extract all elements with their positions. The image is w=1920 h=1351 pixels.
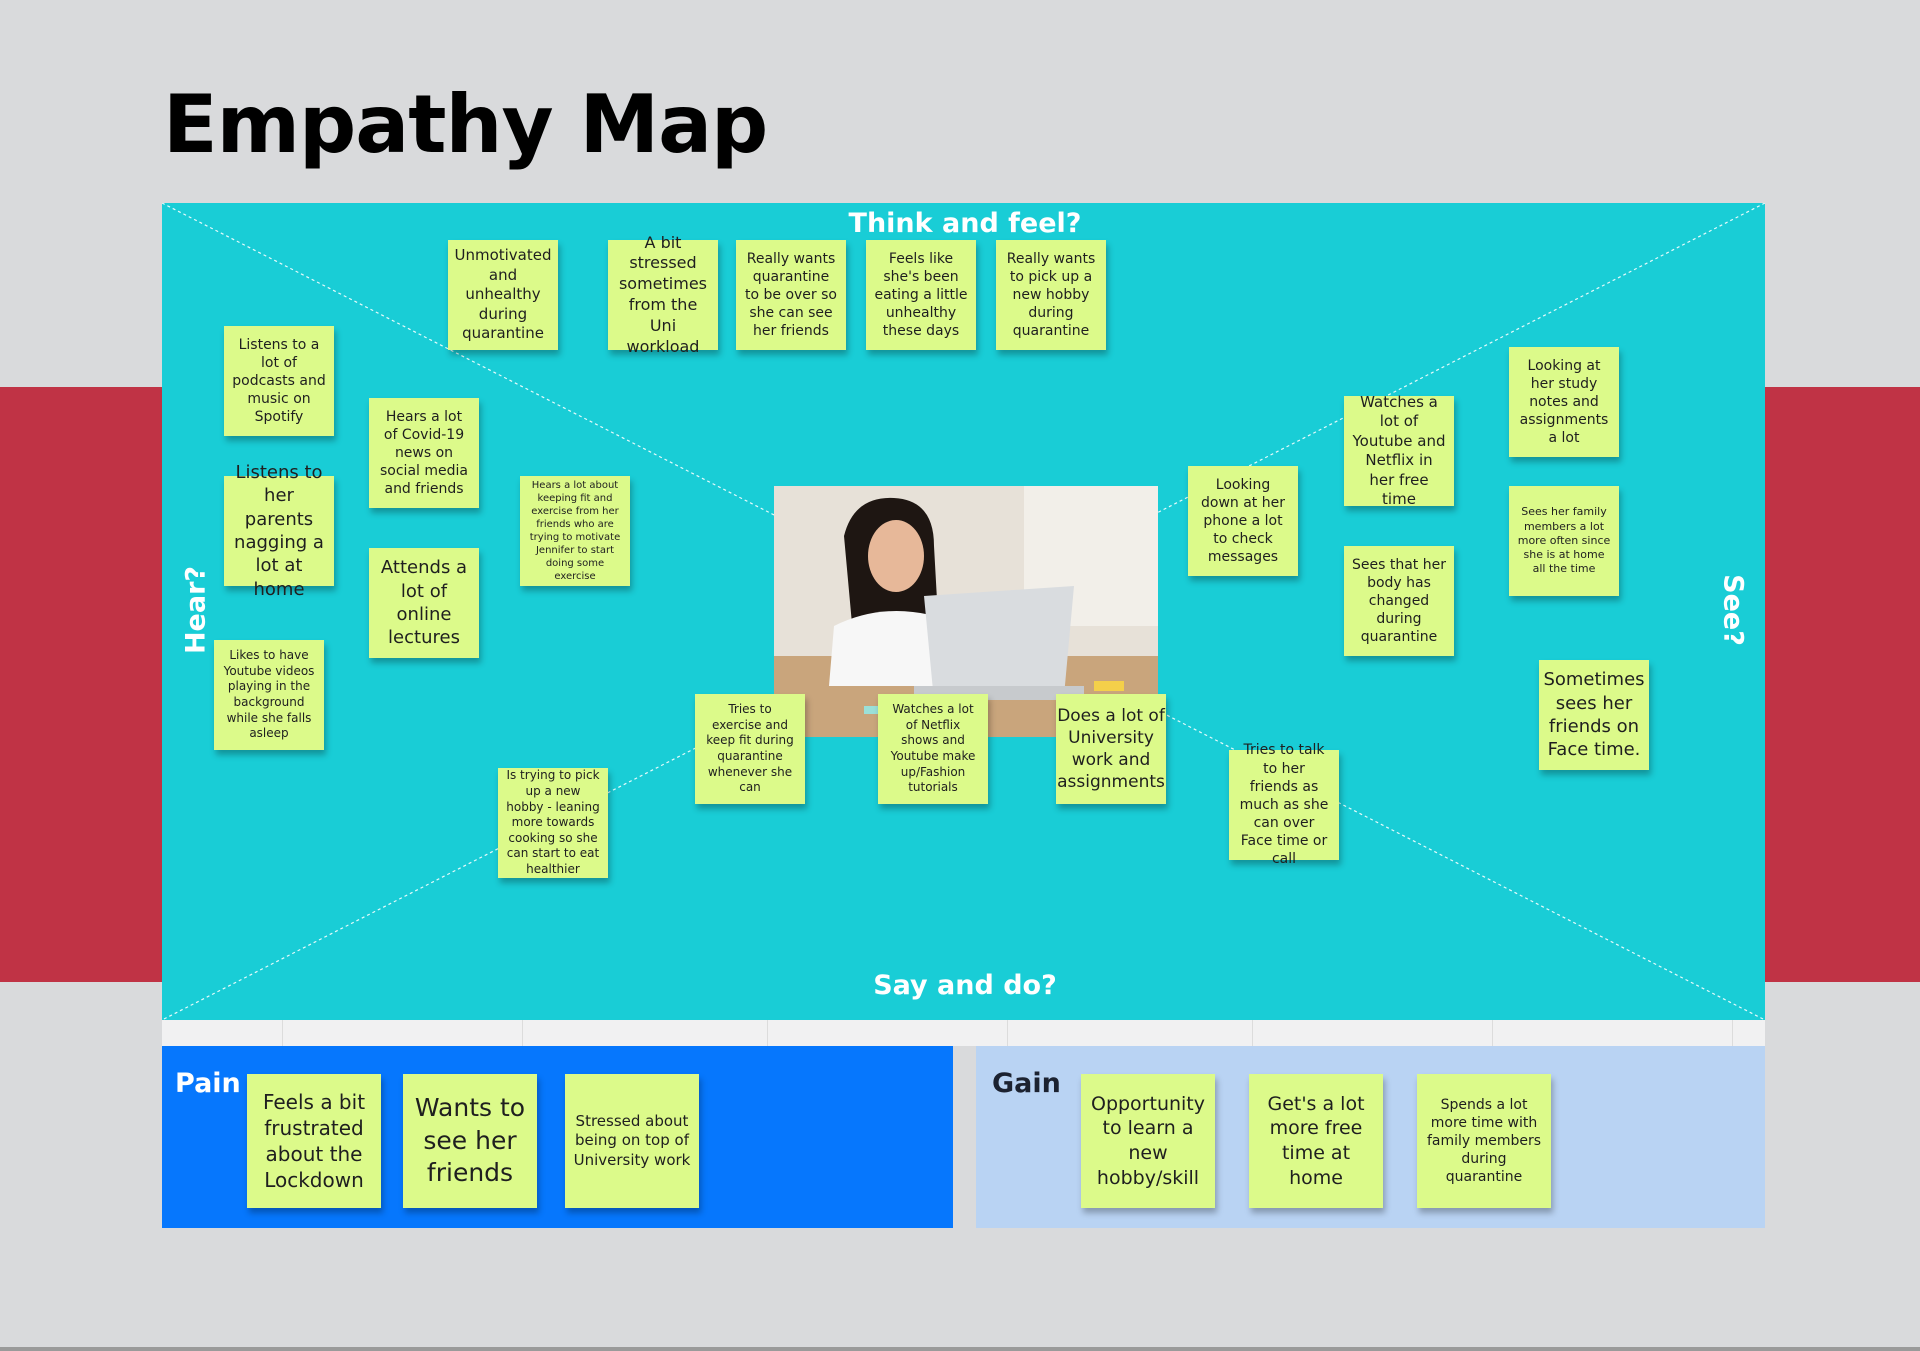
sticky-note-see-6: Sometimes sees her friends on Face time.	[1539, 660, 1649, 770]
gain-label: Gain	[992, 1068, 1061, 1099]
sticky-note-see-2: Watches a lot of Youtube and Netflix in …	[1344, 393, 1454, 508]
sticky-note-say-3: Does a lot of University work and assign…	[1056, 694, 1166, 804]
bottom-divider	[0, 1347, 1920, 1351]
sticky-note-hear-2: Hears a lot of Covid-19 news on social m…	[369, 398, 479, 508]
sticky-note-hear-6: Likes to have Youtube videos playing in …	[214, 640, 324, 750]
sticky-note-say-1: Tries to exercise and keep fit during qu…	[695, 694, 805, 804]
pain-section: Pain Feels a bit frustrated about the Lo…	[162, 1046, 953, 1228]
sticky-note-see-5: Sees that her body has changed during qu…	[1344, 546, 1454, 656]
empathy-map-board: Think and feel? Hear? See? Say and do? U…	[162, 203, 1765, 1020]
sticky-note-pain-2: Wants to see her friends	[403, 1074, 537, 1208]
sticky-note-hear-3: Listens to her parents nagging a lot at …	[224, 462, 334, 600]
sticky-note-hear-1: Listens to a lot of podcasts and music o…	[224, 326, 334, 436]
say-and-do-label: Say and do?	[873, 970, 1057, 1001]
sticky-note-gain-1: Opportunity to learn a new hobby/skill	[1081, 1074, 1215, 1208]
sticky-note-see-4: Sees her family members a lot more often…	[1509, 486, 1619, 596]
sticky-note-see-3: Looking down at her phone a lot to check…	[1188, 466, 1298, 576]
sticky-note-gain-2: Get's a lot more free time at home	[1249, 1074, 1383, 1208]
sticky-note-think-1: Unmotivated and unhealthy during quarant…	[448, 240, 558, 350]
grid-strip	[162, 1020, 1765, 1046]
sticky-note-think-4: Feels like she's been eating a little un…	[866, 240, 976, 350]
think-and-feel-label: Think and feel?	[848, 208, 1082, 239]
pain-label: Pain	[175, 1068, 241, 1099]
sticky-note-pain-1: Feels a bit frustrated about the Lockdow…	[247, 1074, 381, 1208]
see-label: See?	[1717, 574, 1749, 646]
gain-section: Gain Opportunity to learn a new hobby/sk…	[976, 1046, 1765, 1228]
sticky-note-pain-3: Stressed about being on top of Universit…	[565, 1074, 699, 1208]
sticky-note-think-5: Really wants to pick up a new hobby duri…	[996, 240, 1106, 350]
sticky-note-say-2: Watches a lot of Netflix shows and Youtu…	[878, 694, 988, 804]
page-title: Empathy Map	[163, 78, 768, 171]
sticky-note-hear-4: Hears a lot about keeping fit and exerci…	[520, 476, 630, 586]
hear-label: Hear?	[180, 565, 212, 655]
sticky-note-say-4: Tries to talk to her friends as much as …	[1229, 742, 1339, 867]
sticky-note-think-3: Really wants quarantine to be over so sh…	[736, 240, 846, 350]
sticky-note-hear-5: Attends a lot of online lectures	[369, 548, 479, 658]
sticky-note-gain-3: Spends a lot more time with family membe…	[1417, 1074, 1551, 1208]
sticky-note-think-2: A bit stressed sometimes from the Uni wo…	[608, 233, 718, 356]
sticky-note-see-1: Looking at her study notes and assignmen…	[1509, 347, 1619, 457]
sticky-note-say-5: Is trying to pick up a new hobby - leani…	[498, 768, 608, 878]
